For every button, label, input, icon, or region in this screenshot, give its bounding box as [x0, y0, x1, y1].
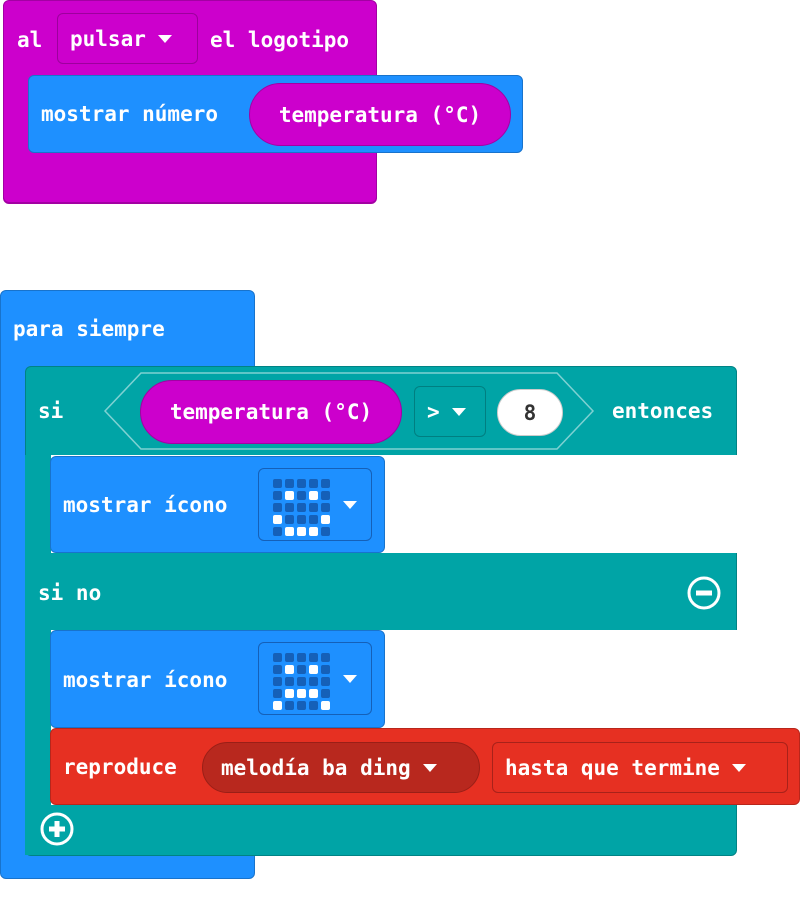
led-grid [273, 653, 330, 710]
chevron-down-icon [422, 763, 437, 772]
led-off [297, 515, 306, 524]
led-off [309, 479, 318, 488]
led-off [321, 689, 330, 698]
led-off [321, 503, 330, 512]
else-label: si no [38, 581, 102, 605]
led-on [309, 689, 318, 698]
led-on [273, 701, 282, 710]
melody-label: melodía ba ding [221, 755, 411, 780]
led-off [321, 491, 330, 500]
event-dropdown[interactable]: pulsar [57, 13, 198, 64]
led-off [273, 677, 282, 686]
led-off [285, 503, 294, 512]
led-off [285, 479, 294, 488]
led-off [321, 479, 330, 488]
if-label: si [38, 399, 64, 423]
led-on [321, 701, 330, 710]
chevron-down-icon [343, 675, 357, 683]
led-off [321, 527, 330, 536]
then-label: entonces [612, 399, 714, 423]
led-off [297, 479, 306, 488]
led-off [273, 503, 282, 512]
play-mode-label: hasta que termine [505, 755, 720, 780]
led-on [297, 527, 306, 536]
led-off [285, 515, 294, 524]
led-off [309, 653, 318, 662]
led-on [285, 527, 294, 536]
temperature-reporter[interactable]: temperatura (°C) [249, 83, 511, 146]
melody-dropdown[interactable]: melodía ba ding [202, 742, 480, 793]
led-off [297, 665, 306, 674]
number-value: 8 [523, 400, 537, 425]
led-on [309, 665, 318, 674]
operator-dropdown[interactable]: > [414, 386, 486, 437]
remove-else-icon[interactable] [686, 575, 722, 611]
icon-dropdown-2[interactable] [258, 642, 372, 715]
operator-label: > [427, 399, 440, 424]
led-off [273, 479, 282, 488]
if-arm [25, 455, 51, 855]
led-on [309, 491, 318, 500]
chevron-down-icon [343, 501, 357, 509]
gap [736, 455, 800, 553]
led-on [285, 665, 294, 674]
led-on [285, 689, 294, 698]
play-mode-dropdown[interactable]: hasta que termine [492, 742, 788, 793]
led-off [309, 515, 318, 524]
led-off [297, 491, 306, 500]
led-off [297, 503, 306, 512]
led-off [321, 653, 330, 662]
show-icon-label: mostrar ícono [63, 493, 228, 517]
chevron-down-icon [731, 763, 746, 772]
event-prefix: al [17, 28, 43, 52]
led-off [297, 701, 306, 710]
led-off [273, 689, 282, 698]
number-input[interactable]: 8 [497, 389, 563, 436]
chevron-down-icon [451, 407, 466, 416]
event-suffix: el logotipo [210, 28, 350, 52]
led-off [321, 677, 330, 686]
led-on [273, 515, 282, 524]
temperature-label: temperatura (°C) [169, 400, 373, 424]
led-on [309, 527, 318, 536]
led-off [309, 503, 318, 512]
led-off [285, 653, 294, 662]
show-icon-label: mostrar ícono [63, 668, 228, 692]
led-grid [273, 479, 330, 536]
led-off [297, 677, 306, 686]
temperature-label: temperatura (°C) [278, 102, 482, 127]
led-off [273, 665, 282, 674]
led-off [285, 677, 294, 686]
led-off [285, 701, 294, 710]
play-label: reproduce [63, 755, 177, 779]
led-off [309, 701, 318, 710]
chevron-down-icon [157, 34, 172, 43]
temperature-reporter-condition[interactable]: temperatura (°C) [140, 380, 402, 444]
led-off [273, 527, 282, 536]
led-off [321, 665, 330, 674]
led-off [273, 491, 282, 500]
led-off [273, 653, 282, 662]
event-dropdown-label: pulsar [70, 26, 146, 51]
led-on [297, 689, 306, 698]
forever-label: para siempre [13, 317, 165, 341]
led-off [297, 653, 306, 662]
led-off [309, 677, 318, 686]
event-block-footer [3, 152, 377, 203]
led-on [321, 515, 330, 524]
led-on [285, 491, 294, 500]
show-number-label: mostrar número [41, 102, 219, 126]
add-else-if-icon[interactable] [39, 811, 75, 847]
icon-dropdown-1[interactable] [258, 468, 372, 541]
